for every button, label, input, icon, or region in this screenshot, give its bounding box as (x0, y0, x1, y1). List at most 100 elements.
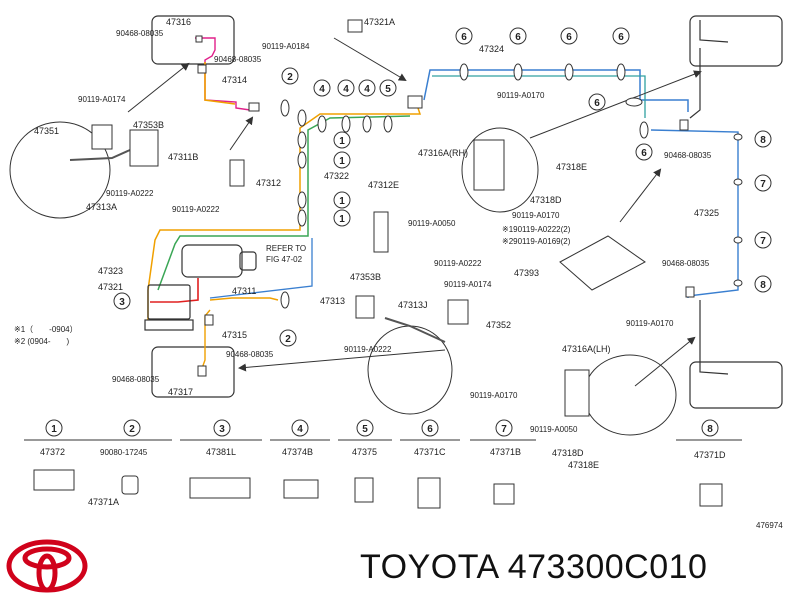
svg-text:2: 2 (287, 72, 293, 83)
label-90119-A0170-a: 90119-A0170 (497, 91, 545, 100)
svg-text:5: 5 (362, 424, 368, 435)
svg-text:7: 7 (501, 424, 507, 435)
svg-text:90080-17245: 90080-17245 (100, 448, 148, 457)
label-47325: 47325 (694, 208, 719, 218)
callout-6a: 6 (455, 27, 473, 45)
line-clamps (280, 63, 743, 309)
rear-left-wheel-box (151, 346, 235, 398)
label-47315: 47315 (222, 330, 247, 340)
arrow-front-left (127, 62, 190, 113)
label-90119-A0174-b: 90119-A0174 (444, 280, 492, 289)
front-right-arm (689, 20, 729, 119)
svg-text:4: 4 (364, 84, 370, 95)
arrow-front-right (529, 70, 702, 139)
label-47352: 47352 (486, 320, 511, 330)
label-47316A-RH: 47316A(RH) (418, 148, 468, 158)
rear-right-arm (699, 300, 729, 375)
front-left-wheel-box (151, 15, 235, 65)
label-90119-A0050-b: 90119-A0050 (530, 425, 578, 434)
arrow-rear-left (238, 349, 446, 372)
label-90468-08035-d: 90468-08035 (226, 350, 274, 359)
label-90119-A0174-a: 90119-A0174 (78, 95, 126, 104)
svg-text:6: 6 (594, 98, 600, 109)
svg-text:4: 4 (343, 84, 349, 95)
label-47323: 47323 (98, 266, 123, 276)
callout-1c: 1 (333, 191, 351, 209)
svg-text:1: 1 (339, 214, 345, 225)
front-right-wheel-box (689, 15, 783, 67)
label-90119-A0184: 90119-A0184 (262, 42, 310, 51)
label-90119-A0222-c: 90119-A0222 (434, 259, 482, 268)
callout-6e: 6 (588, 93, 606, 111)
label-47324: 47324 (479, 44, 504, 54)
svg-text:8: 8 (707, 424, 713, 435)
label-90119-A0170-d: 90119-A0170 (470, 391, 518, 400)
label-90468-08035-c: 90468-08035 (664, 151, 712, 160)
callout-4c: 4 (358, 79, 376, 97)
fitting-parts (91, 19, 695, 417)
arrow-front-center (333, 37, 407, 82)
label-90119-A0050-a: 90119-A0050 (408, 219, 456, 228)
legend-row: 1 47372 47371A 2 90080-17245 3 47381L 4 … (24, 419, 742, 509)
svg-text:6: 6 (515, 32, 521, 43)
label-47314: 47314 (222, 75, 247, 85)
label-90119-A0222-d: 90119-A0222 (344, 345, 392, 354)
label-47318E: 47318E (556, 162, 587, 172)
label-47321: 47321 (98, 282, 123, 292)
callout-4b: 4 (337, 79, 355, 97)
label-47311B: 47311B (168, 152, 198, 162)
label-47316A-LH: 47316A(LH) (562, 344, 611, 354)
label-90468-08035-b: 90468-08035 (214, 55, 262, 64)
svg-text:47371D: 47371D (694, 450, 726, 460)
label-90119-A0170-b: 90119-A0170 (512, 211, 560, 220)
svg-text:6: 6 (566, 32, 572, 43)
label-90468-08035-e: 90468-08035 (112, 375, 160, 384)
part-labels: 47316 90468-08035 90119-A0184 47321A 904… (14, 17, 783, 530)
figure-ref: 476974 (756, 521, 783, 530)
label-47353B-b: 47353B (350, 272, 381, 282)
rear-left-flex-hose (384, 317, 446, 343)
brand-part-number: TOYOTA 473300C010 (360, 548, 708, 586)
arrow-rear-right (634, 336, 696, 387)
legend-item-5: 5 47375 (352, 419, 377, 503)
callout-1d: 1 (333, 209, 351, 227)
master-cylinder-red-line (150, 278, 199, 303)
bracket-47393 (559, 235, 646, 291)
svg-text:47371C: 47371C (414, 447, 446, 457)
callout-8a: 8 (754, 130, 772, 148)
legend-item-1: 1 47372 47371A (33, 419, 119, 507)
front-rear-brake-line (157, 115, 411, 291)
label-47311: 47311 (232, 286, 256, 296)
front-right-brake-line-2 (432, 75, 646, 118)
label-47313J: 47313J (398, 300, 428, 310)
svg-text:47371A: 47371A (88, 497, 119, 507)
callout-6d: 6 (612, 27, 630, 45)
legend-item-7: 7 47371B (490, 419, 521, 505)
label-47316: 47316 (166, 17, 191, 27)
legend-item-6: 6 47371C (414, 419, 446, 509)
callout-6f: 6 (635, 143, 653, 161)
svg-text:47374B: 47374B (282, 447, 313, 457)
front-left-brake-line (195, 37, 251, 111)
svg-text:6: 6 (618, 32, 624, 43)
label-47312E: 47312E (368, 180, 399, 190)
label-47318D: 47318D (530, 195, 562, 205)
label-47313A: 47313A (86, 202, 117, 212)
label-47313: 47313 (320, 296, 345, 306)
label-90468-08035-a: 90468-08035 (116, 29, 164, 38)
abs-actuator (144, 244, 257, 331)
label-47318D-b: 47318D (552, 448, 584, 458)
callout-5: 5 (379, 79, 397, 97)
callout-2-top: 2 (281, 67, 299, 85)
callout-1a: 1 (333, 131, 351, 149)
svg-text:7: 7 (760, 179, 766, 190)
rear-right-knuckle (583, 354, 677, 436)
legend-item-4: 4 47374B (282, 419, 319, 499)
label-47353B: 47353B (133, 120, 164, 130)
svg-text:47375: 47375 (352, 447, 377, 457)
arrow-right-bracket (619, 168, 662, 223)
callout-7b: 7 (754, 231, 772, 249)
label-note1-90119-A0222: ※190119-A0222(2) (502, 225, 571, 234)
callout-2-bottom: 2 (279, 329, 297, 347)
